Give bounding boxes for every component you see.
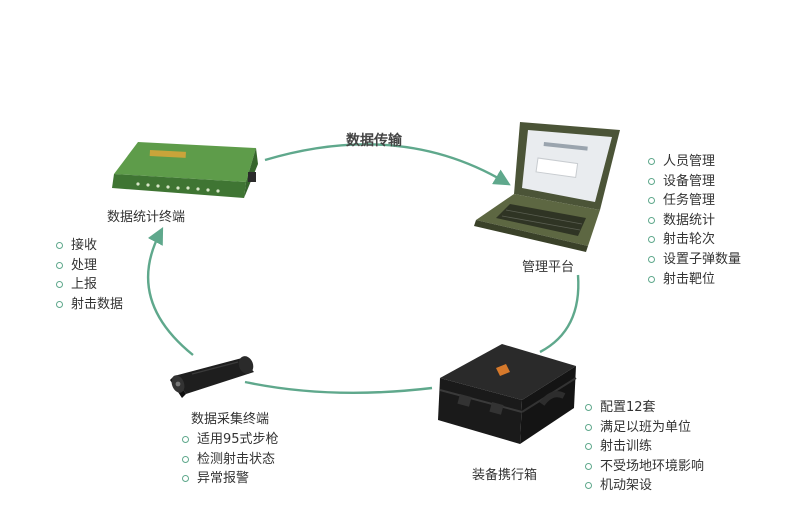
list-item: 处理 [56, 256, 123, 276]
list-item: 射击数据 [56, 295, 123, 315]
list-item: 满足以班为单位 [585, 418, 704, 438]
list-item: 接收 [56, 236, 123, 256]
list-item: 配置12套 [585, 398, 704, 418]
arrow-platform-to-case [539, 274, 580, 354]
flow-label: 数据传输 [346, 133, 402, 149]
list-item: 射击靶位 [648, 270, 741, 290]
stats-terminal-features: 接收 处理 上报 射击数据 [56, 236, 123, 314]
arrow-stats-to-platform [264, 143, 511, 186]
list-item: 机动架设 [585, 476, 704, 496]
list-item: 适用95式步枪 [182, 430, 279, 450]
list-item: 设备管理 [648, 172, 741, 192]
list-item: 任务管理 [648, 191, 741, 211]
stats-terminal-title: 数据统计终端 [107, 210, 186, 225]
equipment-case-title: 装备携行箱 [472, 468, 538, 483]
equipment-case [438, 344, 577, 444]
list-item: 射击训练 [585, 437, 704, 457]
management-platform-title: 管理平台 [522, 260, 575, 275]
list-item: 人员管理 [648, 152, 741, 172]
management-platform-laptop [474, 122, 620, 252]
management-platform-features: 人员管理 设备管理 任务管理 数据统计 射击轮次 设置子弹数量 射击靶位 [648, 152, 741, 289]
collection-terminal-features: 适用95式步枪 检测射击状态 异常报警 [182, 430, 279, 489]
list-item: 不受场地环境影响 [585, 457, 704, 477]
arrow-case-to-collector [244, 380, 433, 394]
list-item: 射击轮次 [648, 230, 741, 250]
list-item: 检测射击状态 [182, 450, 279, 470]
arrow-collector-to-stats [147, 227, 194, 356]
stats-terminal-device [112, 142, 258, 198]
list-item: 上报 [56, 275, 123, 295]
collection-terminal-title: 数据采集终端 [191, 412, 270, 427]
equipment-case-features: 配置12套 满足以班为单位 射击训练 不受场地环境影响 机动架设 [585, 398, 704, 496]
list-item: 数据统计 [648, 211, 741, 231]
collection-terminal-device [170, 356, 254, 398]
list-item: 设置子弹数量 [648, 250, 741, 270]
list-item: 异常报警 [182, 469, 279, 489]
